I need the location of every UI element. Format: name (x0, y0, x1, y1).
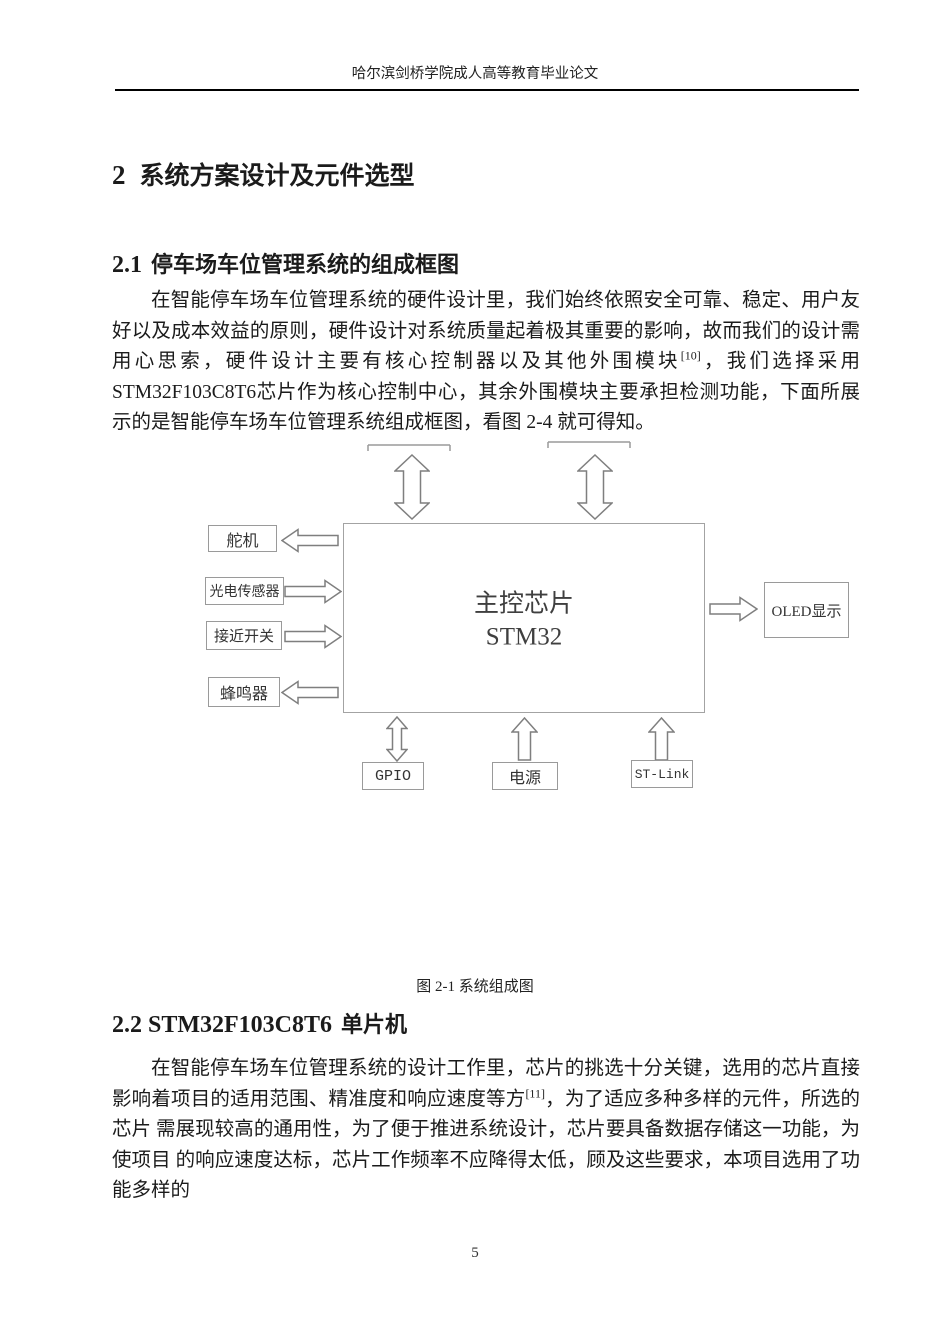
section-2-2-number: 2.2 STM32F103C8T6 (112, 1012, 333, 1038)
proximity-switch-label: 接近开关 (213, 629, 274, 645)
paragraph-1: 在智能停车场车位管理系统的硬件设计里，我们始终依照安全可靠、稳定、用户友好以及成… (112, 286, 860, 439)
arrow-left-to-buzzer-icon (281, 680, 339, 705)
double-arrow-top-left-icon (394, 454, 430, 520)
section-2-2-title: 单片机 (341, 1012, 408, 1037)
arrow-up-from-power-icon (511, 717, 538, 761)
photo-sensor-box: 光电传感器 (205, 577, 284, 605)
proximity-switch-box: 接近开关 (206, 621, 282, 650)
oled-display-box: OLED显示 (764, 582, 849, 638)
paragraph-2-text-cont: ，为了适应多种多样的元件，所选的芯片 需展现较高的通用性，为了便于推进系统设计，… (112, 1088, 860, 1202)
page-number: 5 (471, 1245, 479, 1261)
double-arrow-top-right-icon (577, 454, 613, 520)
power-label: 电源 (508, 770, 541, 787)
header-rule (115, 89, 859, 91)
arrow-right-to-oled-icon (709, 596, 758, 622)
chapter-heading: 2 系统方案设计及元件选型 (112, 156, 415, 192)
running-header: 哈尔滨剑桥学院成人高等教育毕业论文 (351, 66, 599, 82)
paragraph-2-text: 在智能停车场车位管理系统的设计工作里，芯片的挑选十分关键，选用的芯片直接影响着项… (112, 1058, 860, 1110)
arrow-right-from-photo-sensor-icon (284, 579, 342, 604)
section-2-1-title: 停车场车位管理系统的组成框图 (151, 252, 460, 277)
cropped-box-top-right (547, 441, 631, 448)
paragraph-1-text: 在智能停车场车位管理系统的硬件设计里，我们始终依照安全可靠、稳定、用户友好以及成… (112, 290, 860, 373)
main-chip-text: 主控芯片 STM32 (474, 588, 574, 654)
buzzer-label: 蜂鸣器 (219, 686, 268, 703)
stlink-box: ST-Link (631, 760, 693, 788)
section-2-1-heading: 2.1 停车场车位管理系统的组成框图 (112, 247, 459, 279)
main-chip-box: 主控芯片 STM32 (343, 523, 705, 713)
power-box: 电源 (492, 762, 558, 790)
stlink-label: ST-Link (634, 766, 690, 782)
arrow-up-from-stlink-icon (648, 717, 675, 761)
chapter-number: 2 (112, 160, 126, 190)
servo-box: 舵机 (208, 525, 277, 552)
gpio-label: GPIO (374, 767, 411, 785)
system-block-diagram: 舵机 光电传感器 接近开关 蜂鸣器 主控芯片 STM32 OLED显示 GPIO… (0, 440, 950, 800)
section-2-2-heading: 2.2 STM32F103C8T6 单片机 (112, 1007, 407, 1039)
oled-display-label: OLED显示 (771, 603, 842, 620)
main-chip-subtitle: STM32 (485, 623, 563, 651)
buzzer-box: 蜂鸣器 (208, 677, 280, 707)
arrow-left-to-servo-icon (281, 528, 339, 553)
paragraph-2: 在智能停车场车位管理系统的设计工作里，芯片的挑选十分关键，选用的芯片直接影响着项… (112, 1054, 860, 1207)
citation-10: [10] (680, 348, 701, 363)
photo-sensor-label: 光电传感器 (209, 585, 280, 600)
main-chip-title: 主控芯片 (473, 590, 575, 618)
chapter-title: 系统方案设计及元件选型 (139, 162, 415, 190)
gpio-box: GPIO (362, 762, 424, 790)
section-2-1-number: 2.1 (112, 252, 142, 278)
paragraph-1-text-cont: ，我们选择采用 STM32F103C8T6芯片作为核心控制中心，其余外围模块主要… (112, 351, 860, 434)
arrow-right-from-proximity-switch-icon (284, 624, 342, 649)
citation-11: [11] (525, 1086, 545, 1101)
cropped-box-top-left (367, 444, 451, 451)
figure-caption: 图 2-1 系统组成图 (416, 979, 534, 995)
servo-label: 舵机 (226, 532, 259, 550)
double-arrow-gpio-icon (386, 716, 408, 762)
